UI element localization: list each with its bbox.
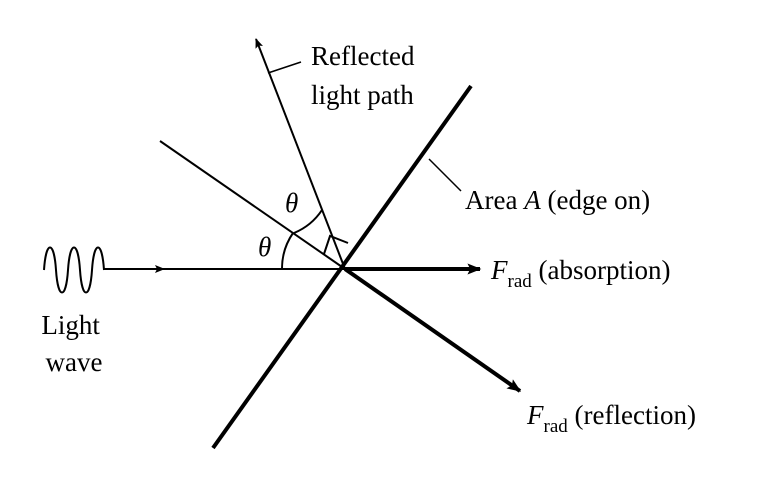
right-angle-marker xyxy=(323,234,349,255)
area-label: Area A (edge on) xyxy=(465,185,650,215)
light-wave-label: Light wave xyxy=(41,310,106,377)
force-reflection-label: Frad (reflection) xyxy=(526,400,696,437)
reflected-path-leader xyxy=(267,61,302,74)
reflected-path-label: Reflected light path xyxy=(311,41,421,110)
force-reflection-arrow xyxy=(343,267,522,393)
light-wave-icon xyxy=(43,246,105,294)
surface-normal-line xyxy=(159,140,346,270)
area-leader xyxy=(428,158,462,192)
theta-lower-arc xyxy=(280,232,294,270)
surface-area-edge xyxy=(211,84,473,450)
theta-upper-arc xyxy=(293,209,323,234)
reflected-ray xyxy=(255,38,346,270)
theta-lower-label: θ xyxy=(258,232,271,262)
theta-upper-label: θ xyxy=(285,188,298,218)
force-absorption-label: Frad (absorption) xyxy=(490,255,670,292)
